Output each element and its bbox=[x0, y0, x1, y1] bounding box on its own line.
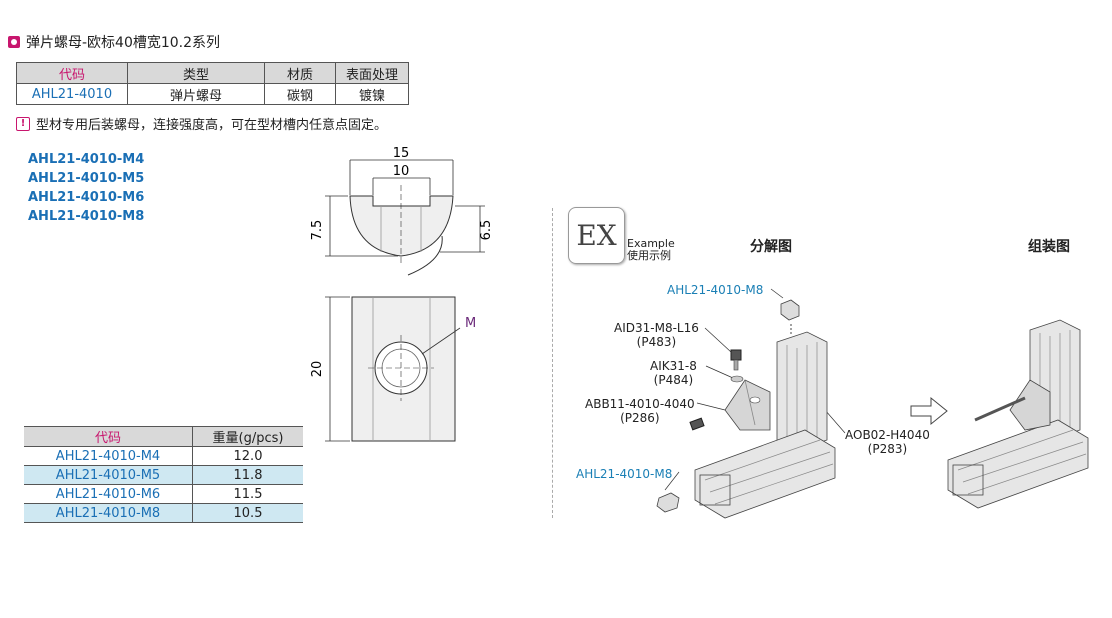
bolt-icon bbox=[730, 349, 742, 371]
assembled-title: 组装图 bbox=[1028, 239, 1070, 255]
weight-code: AHL21-4010-M8 bbox=[24, 503, 193, 523]
weight-code: AHL21-4010-M4 bbox=[24, 446, 193, 466]
section-marker-icon bbox=[8, 36, 20, 48]
weight-table: 代码 重量(g/pcs) AHL21-4010-M4 12.0 AHL21-40… bbox=[24, 426, 303, 523]
model-item: AHL21-4010-M6 bbox=[28, 190, 145, 205]
model-item: AHL21-4010-M8 bbox=[28, 209, 145, 224]
dim-length: 20 bbox=[310, 361, 325, 378]
spec-cell-code: AHL21-4010 bbox=[16, 83, 128, 105]
spec-cell-type: 弹片螺母 bbox=[127, 83, 265, 105]
weight-row: AHL21-4010-M8 10.5 bbox=[24, 503, 303, 523]
callout-aik31: AIK31-8 (P484) bbox=[650, 359, 697, 387]
weight-row: AHL21-4010-M5 11.8 bbox=[24, 465, 303, 485]
assembly-illustration bbox=[656, 288, 1089, 519]
callout-m8-top: AHL21-4010-M8 bbox=[667, 283, 764, 297]
example-badge: EX bbox=[568, 207, 625, 264]
spec-header-code: 代码 bbox=[16, 62, 128, 84]
example-label: Example 使用示例 bbox=[627, 238, 675, 262]
model-list: AHL21-4010-M4 AHL21-4010-M5 AHL21-4010-M… bbox=[28, 150, 144, 226]
dim-right-height: 6.5 bbox=[479, 220, 494, 241]
callout-aid31-page: (P483) bbox=[636, 335, 677, 349]
weight-row: AHL21-4010-M4 12.0 bbox=[24, 446, 303, 466]
callout-m8-bottom: AHL21-4010-M8 bbox=[576, 467, 673, 481]
weight-value: 11.8 bbox=[192, 465, 303, 485]
t-nut-top-icon bbox=[780, 299, 800, 336]
spec-header-type: 类型 bbox=[127, 62, 265, 84]
callout-abb11-code: ABB11-4010-4040 bbox=[585, 397, 695, 411]
thread-label: M bbox=[465, 316, 476, 331]
weight-value: 11.5 bbox=[192, 484, 303, 504]
model-item: AHL21-4010-M5 bbox=[28, 171, 145, 186]
spec-header-surface: 表面处理 bbox=[335, 62, 409, 84]
callout-aid31-code: AID31-M8-L16 bbox=[614, 321, 699, 335]
profile-horizontal-icon bbox=[694, 429, 836, 519]
dim-left-height: 7.5 bbox=[310, 220, 325, 241]
weight-value: 12.0 bbox=[192, 446, 303, 466]
spec-table: 代码 类型 材质 表面处理 AHL21-4010 弹片螺母 碳钢 镀镍 bbox=[16, 62, 409, 105]
model-item: AHL21-4010-M4 bbox=[28, 152, 145, 167]
callout-aob02-code: AOB02-H4040 bbox=[845, 428, 930, 442]
callout-aik31-page: (P484) bbox=[653, 373, 694, 387]
note-row: ! 型材专用后装螺母，连接强度高，可在型材槽内任意点固定。 bbox=[16, 114, 387, 133]
example-label-en: Example bbox=[627, 237, 675, 250]
exploded-title: 分解图 bbox=[750, 239, 792, 255]
weight-header-code: 代码 bbox=[24, 426, 193, 447]
bolt-icon bbox=[689, 417, 705, 431]
section-title-row: 弹片螺母-欧标40槽宽10.2系列 bbox=[8, 32, 220, 52]
dim-outer-width: 15 bbox=[393, 146, 410, 161]
weight-header-weight: 重量(g/pcs) bbox=[192, 426, 303, 447]
callout-aid31: AID31-M8-L16 (P483) bbox=[614, 321, 699, 349]
nut-drawing: 15 10 7.5 6.5 M 20 bbox=[310, 146, 494, 442]
example-label-cn: 使用示例 bbox=[627, 249, 671, 262]
washer-icon bbox=[730, 375, 744, 383]
weight-code: AHL21-4010-M6 bbox=[24, 484, 193, 504]
t-nut-bottom-icon bbox=[656, 492, 680, 513]
callout-abb11: ABB11-4010-4040 (P286) bbox=[585, 397, 695, 425]
section-title: 弹片螺母-欧标40槽宽10.2系列 bbox=[26, 35, 221, 51]
callout-aob02: AOB02-H4040 (P283) bbox=[845, 428, 930, 456]
callout-aik31-code: AIK31-8 bbox=[650, 359, 697, 373]
weight-code: AHL21-4010-M5 bbox=[24, 465, 193, 485]
callout-abb11-page: (P286) bbox=[620, 411, 660, 425]
right-arrow-icon bbox=[910, 396, 948, 426]
warning-icon: ! bbox=[16, 116, 30, 131]
note-text: 型材专用后装螺母，连接强度高，可在型材槽内任意点固定。 bbox=[36, 118, 388, 133]
spec-cell-material: 碳钢 bbox=[264, 83, 336, 105]
section-divider bbox=[552, 208, 553, 518]
weight-row: AHL21-4010-M6 11.5 bbox=[24, 484, 303, 504]
spec-cell-surface: 镀镍 bbox=[335, 83, 409, 105]
dim-inner-width: 10 bbox=[393, 164, 410, 179]
weight-value: 10.5 bbox=[192, 503, 303, 523]
bracket-icon bbox=[724, 379, 771, 431]
spec-header-material: 材质 bbox=[264, 62, 336, 84]
assembled-profile-icon bbox=[947, 319, 1089, 509]
callout-aob02-page: (P283) bbox=[867, 442, 908, 456]
